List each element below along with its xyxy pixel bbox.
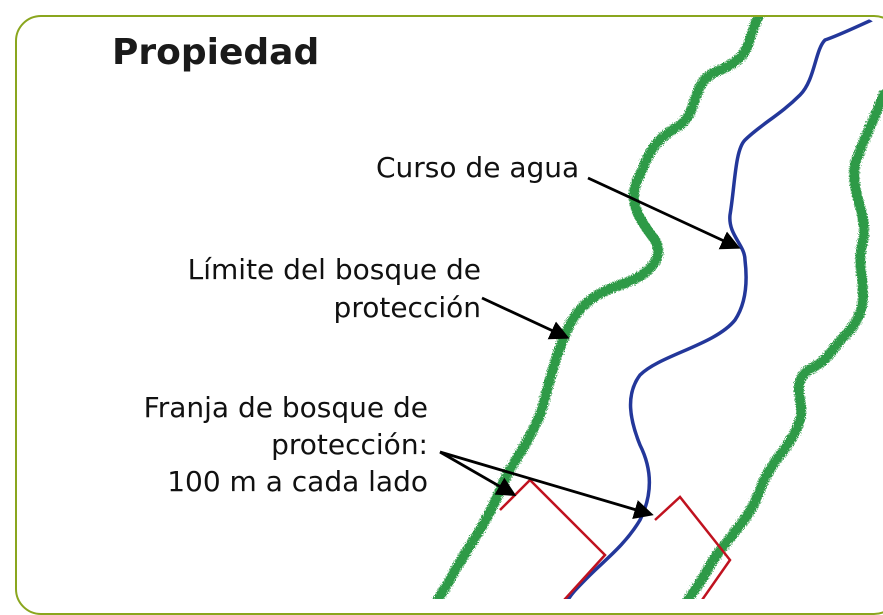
arrow-protection-limit [481, 296, 570, 340]
label-protection-limit-line2: protección [333, 291, 481, 324]
water-course-line [563, 17, 883, 599]
forest-boundary-left [430, 17, 765, 599]
arrow-strip-right [439, 450, 654, 519]
protection-strip-marker-left [499, 478, 607, 599]
arrow-water-course [587, 176, 741, 250]
label-water-course: Curso de agua [376, 151, 580, 184]
property-map [430, 17, 883, 599]
forest-boundary-right [680, 90, 883, 599]
page-title: Propiedad [112, 32, 320, 73]
label-strip-line3: 100 m a cada lado [167, 465, 428, 498]
label-protection-limit-line1: Límite del bosque de [187, 253, 481, 286]
arrow-strip-left [439, 450, 517, 496]
protection-strip-marker-right [654, 495, 732, 599]
label-strip-line2: protección: [271, 428, 428, 461]
label-strip-line1: Franja de bosque de [143, 391, 428, 424]
